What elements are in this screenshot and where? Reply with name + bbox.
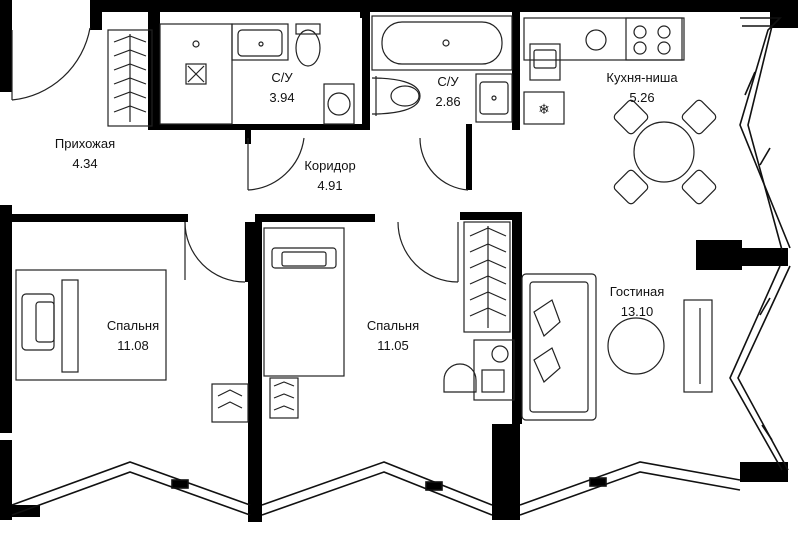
room-name: Кухня-ниша	[606, 70, 678, 85]
hallway-label: Прихожая 4.34	[40, 136, 130, 172]
kitchen-area: ❄	[523, 17, 717, 205]
room-area: 11.05	[377, 338, 409, 353]
room-area: 4.34	[72, 156, 98, 171]
corridor-label: Коридор 4.91	[290, 158, 370, 194]
svg-text:❄: ❄	[538, 101, 550, 117]
bath1-label: С/У 3.94	[250, 70, 314, 106]
room-name: С/У	[271, 70, 293, 85]
corridor-doors	[184, 137, 469, 283]
room-name: Спальня	[366, 318, 420, 333]
bathroom-2	[371, 15, 513, 123]
bathroom-1	[159, 23, 355, 125]
bath2-label: С/У 2.86	[416, 74, 480, 110]
room-area: 5.26	[629, 90, 655, 105]
window-right	[729, 17, 791, 471]
room-area: 13.10	[620, 304, 654, 319]
room-area: 3.94	[269, 90, 295, 105]
window-bottom	[11, 461, 741, 516]
bedroom-1-furniture	[15, 269, 249, 423]
room-name: Спальня	[106, 318, 160, 333]
bedroom2-label: Спальня 11.05	[348, 318, 438, 354]
room-name: Прихожая	[54, 136, 116, 151]
room-area: 11.08	[117, 338, 149, 353]
living-furniture	[521, 273, 713, 421]
room-name: Гостиная	[609, 284, 665, 299]
bedroom1-label: Спальня 11.08	[88, 318, 178, 354]
room-area: 4.91	[317, 178, 343, 193]
kitchen-label: Кухня-ниша 5.26	[588, 70, 696, 106]
room-name: С/У	[437, 74, 459, 89]
living-label: Гостиная 13.10	[592, 284, 682, 320]
hallway-room	[11, 27, 153, 127]
room-name: Коридор	[304, 158, 356, 173]
bedroom-2-furniture	[263, 221, 515, 419]
room-area: 2.86	[435, 94, 461, 109]
